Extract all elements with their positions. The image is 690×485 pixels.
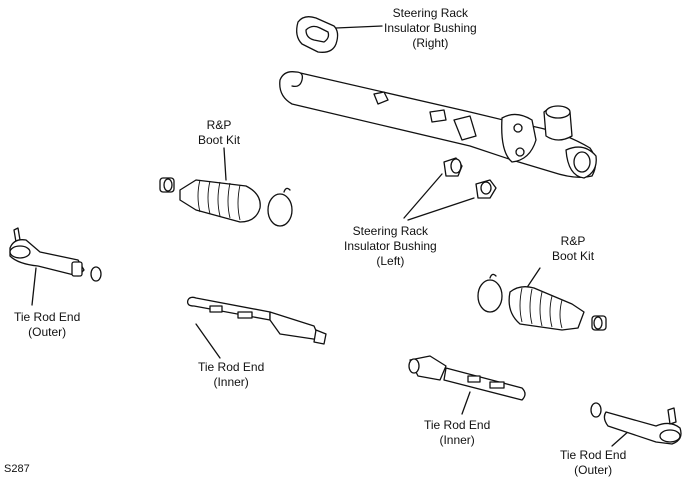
label-line: (Outer) (28, 325, 67, 339)
label-line: R&P (560, 234, 586, 248)
label-line: Tie Rod End (14, 310, 81, 324)
rack-bushing-left (443, 157, 497, 199)
rack-bushing-right (296, 16, 339, 53)
label-line: Tie Rod End (560, 448, 627, 462)
label-boot-kit-left: R&P Boot Kit (198, 118, 240, 148)
tie-rod-end-outer-right (590, 402, 682, 445)
label-insulator-bushing-right: Steering Rack Insulator Bushing (Right) (384, 6, 477, 51)
label-line: Steering Rack (352, 224, 429, 238)
label-tie-rod-end-outer-left: Tie Rod End (Outer) (14, 310, 80, 340)
label-line: Insulator Bushing (384, 21, 477, 35)
label-line: (Inner) (439, 433, 475, 447)
tie-rod-end-outer-left (9, 227, 102, 282)
label-insulator-bushing-left: Steering Rack Insulator Bushing (Left) (344, 224, 437, 269)
label-line: (Right) (412, 36, 449, 50)
label-line: Boot Kit (198, 133, 241, 147)
boot-kit-left (159, 177, 293, 227)
label-line: Tie Rod End (424, 418, 491, 432)
label-line: R&P (206, 118, 232, 132)
label-line: (Outer) (574, 463, 613, 477)
label-tie-rod-end-outer-right: Tie Rod End (Outer) (560, 448, 626, 478)
label-tie-rod-end-inner-right: Tie Rod End (Inner) (424, 418, 490, 448)
label-line: Steering Rack (392, 6, 469, 20)
label-line: (Left) (376, 254, 405, 268)
boot-kit-right (477, 273, 607, 331)
steering-rack-housing (279, 71, 597, 179)
label-line: (Inner) (213, 375, 249, 389)
label-line: Tie Rod End (198, 360, 265, 374)
label-boot-kit-right: R&P Boot Kit (552, 234, 594, 264)
leader-lines (31, 25, 631, 447)
label-tie-rod-end-inner-left: Tie Rod End (Inner) (198, 360, 264, 390)
figure-id: S287 (4, 463, 30, 475)
tie-rod-end-inner-right (408, 355, 526, 401)
tie-rod-end-inner-left (186, 296, 327, 345)
label-line: Boot Kit (552, 249, 595, 263)
label-line: Insulator Bushing (344, 239, 437, 253)
